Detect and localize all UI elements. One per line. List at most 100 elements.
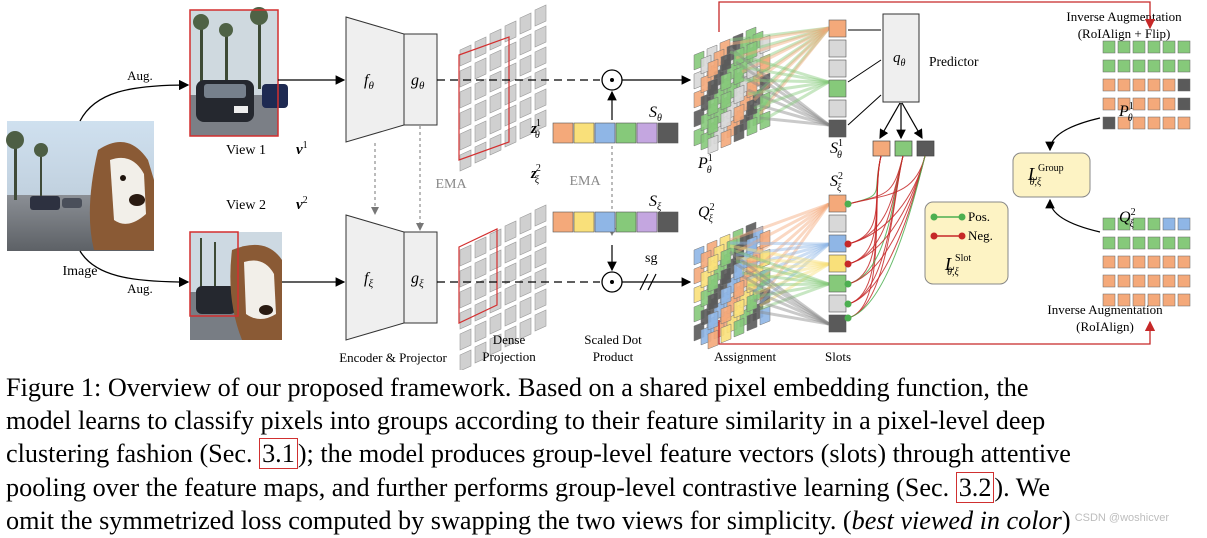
inverse-cell [1117, 236, 1131, 250]
dense-cell [504, 83, 517, 106]
pool-line-bottom [747, 242, 830, 281]
inverse-cell [1147, 116, 1161, 130]
slots-column-bottom [828, 194, 847, 333]
slot-link-dot [844, 240, 852, 248]
inverse-cell [1162, 274, 1176, 288]
encoder-caption: Encoder & Projector [339, 350, 447, 365]
slot-vector-bottom [552, 211, 679, 233]
pool-line-bottom [759, 242, 830, 305]
caption-line-3: clustering fashion (Sec. 3.1); the model… [6, 437, 1202, 470]
assignment-cell [759, 110, 771, 131]
slot-cell [657, 211, 679, 233]
slot-column-cell [828, 254, 847, 273]
pool-line-top [752, 26, 831, 102]
assignment-cell [746, 254, 758, 275]
assignment-cell [759, 34, 771, 55]
dense-cell [459, 149, 472, 172]
pool-line-top [729, 26, 830, 46]
pool-line-bottom [729, 250, 830, 326]
slot-column-cell [828, 39, 847, 58]
projector-top [403, 33, 438, 126]
inverse-cell [1117, 255, 1131, 269]
slot-cell [615, 211, 637, 233]
assignment-cell [733, 65, 745, 86]
inv-aug-bottom-label-2: (RoIAlign) [1076, 319, 1134, 334]
stopgrad-slash-1 [639, 273, 649, 291]
dense-caption-1: Dense [493, 332, 526, 347]
predicted-slot-3 [916, 140, 935, 157]
pool-line-bottom [735, 242, 830, 257]
pool-line-top [729, 26, 830, 42]
dense-projection-bottom [458, 204, 547, 370]
pool-line-bottom [741, 202, 830, 266]
dense-cell [459, 44, 472, 67]
inverse-cell [1117, 116, 1131, 130]
caption-line-3-a: clustering fashion (Sec. [6, 439, 260, 469]
inverse-cell [1117, 293, 1131, 307]
dense-cell [519, 275, 532, 298]
slot-cell [636, 122, 658, 144]
dense-cell [459, 286, 472, 309]
pool-line-top [729, 46, 830, 127]
inverse-cell [1132, 236, 1146, 250]
section-ref-3-2[interactable]: 3.2 [955, 471, 995, 503]
view2-symbol: v2 [296, 195, 308, 213]
inverse-cell [1162, 116, 1176, 130]
inverse-cell [1162, 236, 1176, 250]
dense-cell [504, 304, 517, 327]
predicted-slot-2 [894, 140, 913, 157]
pool-line-top [758, 27, 831, 111]
assignment-cell [733, 241, 745, 262]
pool-line-bottom [741, 271, 830, 286]
dense-cell [504, 262, 517, 285]
slot-column-cell [828, 59, 847, 78]
assignment-cell [720, 323, 732, 344]
dense-caption-2: Projection [482, 349, 536, 364]
pool-line-bottom [729, 202, 830, 242]
inverse-cell [1102, 116, 1116, 130]
dense-cell [504, 283, 517, 306]
dense-cell [519, 296, 532, 319]
assignment-cell [733, 122, 745, 143]
dense-cell [534, 67, 547, 90]
pool-line-bottom [747, 282, 830, 287]
pool-line-bottom [747, 202, 830, 278]
inverse-cell [1132, 217, 1146, 231]
pool-line-top [735, 60, 830, 127]
dense-cell [504, 241, 517, 264]
sdp-caption-2: Product [593, 349, 634, 364]
dense-cell [474, 57, 487, 80]
slot-cell [615, 122, 637, 144]
legend-neg-label: Neg. [968, 228, 993, 243]
assignment-caption: Assignment [714, 349, 777, 364]
stopgrad-slash-2 [647, 273, 657, 291]
dense-cell [474, 320, 487, 343]
dense-cell [459, 107, 472, 130]
slot-cell [552, 122, 574, 144]
pool-line-bottom [758, 203, 831, 301]
dense-cell [519, 33, 532, 56]
assignment-cell [707, 115, 719, 136]
slot-column-cell [828, 274, 847, 293]
slot-cell [552, 211, 574, 233]
dense-cell [474, 99, 487, 122]
dense-cell [489, 91, 502, 114]
caption-line-1: Figure 1: Overview of our proposed frame… [6, 373, 1029, 402]
inverse-aug-grid-bottom [1102, 217, 1191, 307]
inverse-cell [1117, 59, 1131, 73]
inverse-cell [1177, 116, 1191, 130]
assignment-cell [759, 286, 771, 307]
section-ref-3-1[interactable]: 3.1 [259, 438, 298, 470]
slot-link-dot [844, 200, 852, 208]
pool-line-top [759, 80, 830, 124]
dense-cell [519, 317, 532, 340]
assignment-cell [733, 260, 745, 281]
dense-cell [519, 254, 532, 277]
dense-cell [474, 78, 487, 101]
dense-cell [534, 4, 547, 27]
inverse-cell [1102, 217, 1116, 231]
pool-line-bottom [735, 202, 830, 254]
dense-cell [459, 244, 472, 267]
